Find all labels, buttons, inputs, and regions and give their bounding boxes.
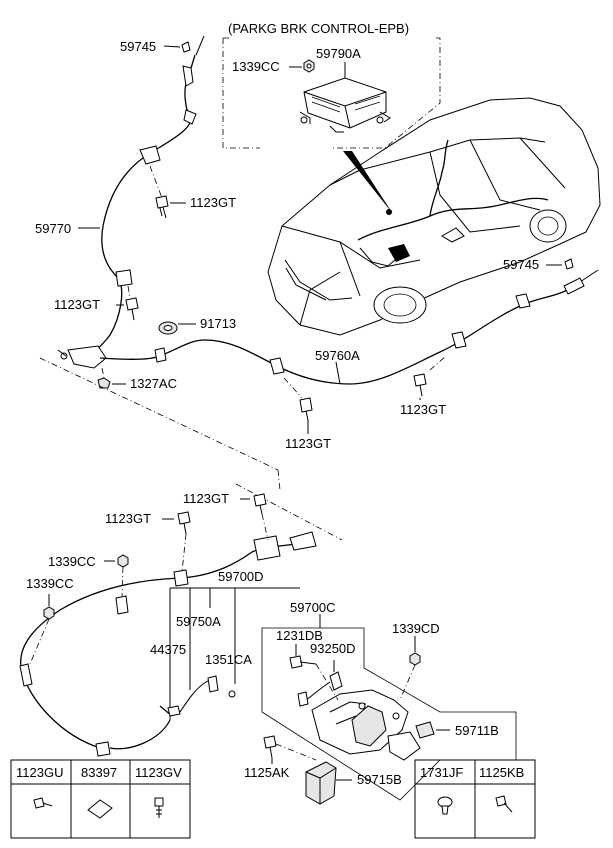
label-59715b: 59715B <box>357 772 402 787</box>
legend-bolt-1125kb <box>495 795 513 813</box>
vehicle-illustration <box>267 97 601 336</box>
legend-left-col-2: 83397 <box>81 765 117 780</box>
label-1123gt-f: 1123GT <box>105 511 151 526</box>
bolt-1123gt-b: 1123GT <box>54 285 139 321</box>
label-59700d: 59700D <box>218 569 264 584</box>
label-91713: 91713 <box>200 316 236 331</box>
grommet-91713: 91713 <box>158 316 236 335</box>
label-59711b: 59711B <box>455 723 499 738</box>
switch-93250d: 93250D <box>297 641 356 707</box>
label-1231db: 1231DB <box>276 628 323 643</box>
pedal-assembly-59700c: 59700C <box>261 600 517 801</box>
label-1339cc-a: 1339CC <box>48 554 96 569</box>
clip-59745-top <box>181 41 191 53</box>
epb-inset: (PARKG BRK CONTROL-EPB) 1339CC 59790A <box>222 21 441 149</box>
label-1123gt-a: 1123GT <box>190 195 236 210</box>
label-1123gt-b: 1123GT <box>54 297 100 312</box>
label-1339cc-b: 1339CC <box>26 576 74 591</box>
clip-59745-right <box>564 258 574 270</box>
label-1123gt-e: 1123GT <box>183 491 229 506</box>
bolt-1123gt-a: 1123GT <box>149 165 236 219</box>
bolt-1231db: 1231DB <box>276 628 339 701</box>
epb-control-module <box>299 77 391 133</box>
cover-59715b: 59715B <box>305 761 402 805</box>
label-1123gt-d: 1123GT <box>285 436 331 451</box>
cable-59770: 59745 59770 <box>35 35 205 357</box>
legend-pad-83397 <box>87 799 113 819</box>
bolt-1125ak: 1125AK <box>244 735 317 780</box>
label-1125ak: 1125AK <box>244 765 290 780</box>
cable-59760a: 59745 59760A <box>99 257 599 385</box>
inset-title: (PARKG BRK CONTROL-EPB) <box>228 21 409 36</box>
bolt-1123gt-e: 1123GT <box>183 491 269 541</box>
label-44375: 44375 <box>150 642 186 657</box>
bolt-1123gt-c: 1123GT <box>400 355 447 417</box>
label-1339cd: 1339CD <box>392 621 440 636</box>
nut-1339cc-b: 1339CC <box>26 576 74 665</box>
legend-right-col-1: 1731JF <box>420 765 463 780</box>
legend-table-left: 1123GU 83397 1123GV <box>10 759 191 839</box>
bolt-1123gt-f: 1123GT <box>105 511 191 573</box>
nut-1339cd: 1339CD <box>392 621 440 701</box>
label-59760a: 59760A <box>315 348 360 363</box>
legend-table-right: 1731JF 1125KB <box>414 759 536 839</box>
label-1351ca: 1351CA <box>205 652 252 667</box>
legend-left-col-1: 1123GU <box>16 765 63 780</box>
label-59745-top: 59745 <box>120 39 156 54</box>
legend-clip-1731jf <box>437 796 453 815</box>
label-59745-right: 59745 <box>503 257 539 272</box>
label-59700c: 59700C <box>290 600 336 615</box>
legend-left-col-3: 1123GV <box>135 765 182 780</box>
label-93250d: 93250D <box>310 641 356 656</box>
legend-bolt-1123gu <box>33 797 53 809</box>
label-59790a: 59790A <box>316 46 361 61</box>
nut-1339cc-inset <box>303 59 315 73</box>
legend-bolt-1123gv <box>154 797 164 818</box>
cable-59700d: 59700D 59750A 44375 1351CA <box>19 531 317 757</box>
equalizer-bracket: 1327AC <box>57 345 177 391</box>
label-59770: 59770 <box>35 221 71 236</box>
label-1123gt-c: 1123GT <box>400 402 446 417</box>
pad-59711b: 59711B <box>415 721 499 739</box>
nut-1339cc-a: 1339CC <box>48 554 129 597</box>
bolt-1123gt-d: 1123GT <box>283 377 331 451</box>
label-1339cc-inset: 1339CC <box>232 59 280 74</box>
inner-cable-59750a <box>167 675 236 717</box>
label-1327ac: 1327AC <box>130 376 177 391</box>
label-59750a: 59750A <box>176 614 221 629</box>
legend-right-col-2: 1125KB <box>479 765 524 780</box>
